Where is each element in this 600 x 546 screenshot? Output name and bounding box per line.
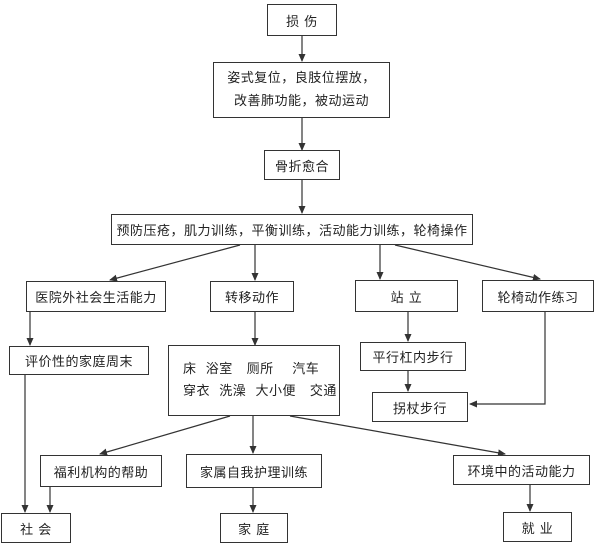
node-initial-care: 姿式复位，良肢位摆放， 改善肺功能，被动运动: [213, 62, 390, 118]
node-employment-label: 就 业: [521, 521, 554, 537]
node-family-weekend-label: 评价性的家庭周末: [24, 355, 133, 370]
node-family-care-label: 家属自我护理训练: [199, 465, 308, 481]
arrow-adl-to-environment: [289, 415, 506, 457]
node-adl: 床 浴室 厕所 汽车 穿衣 洗澡 大小便 交通: [168, 345, 340, 416]
node-social-life-label: 医院外社会生活能力: [35, 291, 157, 306]
node-social-life: 医院外社会生活能力: [26, 281, 166, 312]
node-society: 社 会: [1, 513, 71, 543]
node-wheelchair: 轮椅动作练习: [482, 280, 594, 312]
node-family: 家 庭: [220, 513, 288, 543]
node-family-label: 家 庭: [238, 522, 270, 538]
node-society-label: 社 会: [20, 522, 52, 538]
node-adl-line2: 穿衣 洗澡 大小便 交通: [183, 383, 337, 399]
arrow-training-to-wheelchair: [394, 244, 541, 281]
node-standing-label: 站 立: [390, 290, 423, 306]
node-injury: 损 伤: [267, 4, 337, 36]
node-injury-label: 损 伤: [286, 14, 318, 30]
node-wheelchair-label: 轮椅动作练习: [497, 290, 579, 306]
node-training: 预防压疮，肌力训练，平衡训练，活动能力训练，轮椅操作: [111, 214, 473, 245]
arrow-adl-to-welfare: [99, 415, 231, 456]
node-initial-care-line2: 改善肺功能，被动运动: [233, 94, 369, 109]
node-welfare-label: 福利机构的帮助: [53, 465, 149, 481]
node-crutch-walking: 拐杖步行: [372, 392, 468, 422]
node-environment: 环境中的活动能力: [453, 455, 590, 485]
node-environment-label: 环境中的活动能力: [467, 464, 576, 480]
arrow-wheelchair-to-crutch: [469, 312, 546, 408]
node-fracture-healing: 骨折愈合: [264, 150, 340, 180]
node-family-weekend: 评价性的家庭周末: [9, 346, 149, 375]
node-employment: 就 业: [503, 512, 572, 542]
node-welfare: 福利机构的帮助: [40, 455, 162, 487]
node-standing: 站 立: [355, 280, 458, 312]
node-fracture-healing-label: 骨折愈合: [274, 159, 329, 175]
arrow-training-to-social: [109, 244, 241, 282]
node-family-care: 家属自我护理训练: [186, 454, 322, 488]
node-parallel-bars: 平行杠内步行: [360, 342, 466, 371]
node-transfer-label: 转移动作: [224, 291, 279, 306]
node-adl-line1: 床 浴室 厕所 汽车: [183, 361, 320, 377]
node-parallel-bars-label: 平行杠内步行: [372, 351, 454, 366]
node-transfer: 转移动作: [210, 281, 294, 312]
node-crutch-walking-label: 拐杖步行: [392, 401, 447, 417]
node-initial-care-line1: 姿式复位，良肢位摆放，: [227, 71, 376, 86]
node-training-label: 预防压疮，肌力训练，平衡训练，活动能力训练，轮椅操作: [116, 224, 468, 239]
